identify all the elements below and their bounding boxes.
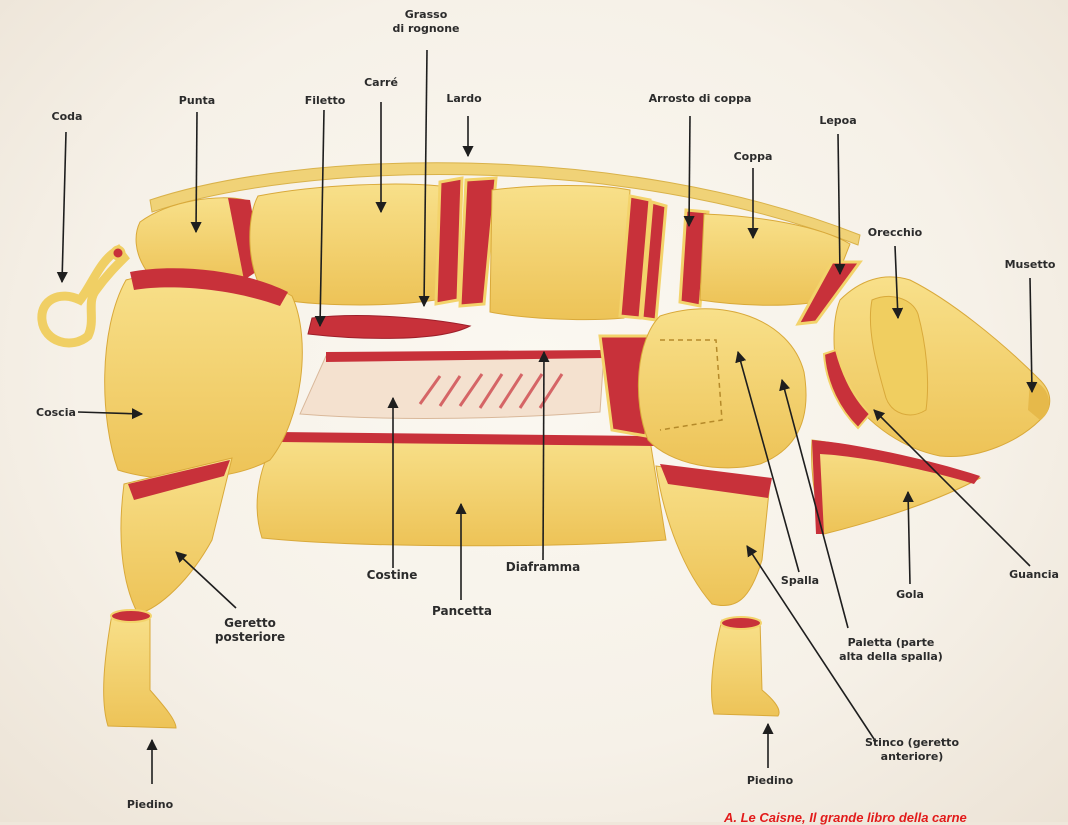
label-coppa: Coppa — [734, 150, 773, 164]
label-diaframma: Diaframma — [506, 560, 581, 574]
label-piedino-rear: Piedino — [127, 798, 173, 812]
label-gola: Gola — [896, 588, 924, 602]
carre-slice-1 — [436, 178, 462, 304]
arrow-diaframma — [543, 352, 544, 560]
filetto-cut — [308, 316, 470, 339]
label-costine: Costine — [367, 568, 418, 582]
label-spalla: Spalla — [781, 574, 819, 588]
label-carre: Carré — [364, 76, 398, 90]
loin-cut — [490, 186, 630, 320]
label-geretto-posteriore: Geretto posteriore — [215, 616, 285, 644]
label-guancia: Guancia — [1009, 568, 1059, 582]
label-musetto: Musetto — [1005, 258, 1056, 272]
label-coda: Coda — [52, 110, 83, 124]
piedino-front-top — [721, 617, 761, 629]
label-filetto: Filetto — [305, 94, 346, 108]
label-arrosto-di-coppa: Arrosto di coppa — [649, 92, 752, 106]
piedino-rear-top — [111, 610, 151, 622]
carre-cut — [250, 184, 440, 305]
piedino-rear-cut — [104, 614, 176, 728]
label-stinco: Stinco (geretto anteriore) — [865, 736, 959, 764]
arrow-geretto — [176, 552, 236, 608]
coscia-cut — [105, 274, 303, 479]
label-pancetta: Pancetta — [432, 604, 492, 618]
arrow-arrosto — [689, 116, 690, 226]
arrow-coda — [62, 132, 66, 282]
label-lardo: Lardo — [446, 92, 481, 106]
costine-cut — [300, 352, 604, 418]
head-cut — [834, 277, 1050, 457]
label-orecchio: Orecchio — [868, 226, 922, 240]
source-credit: A. Le Caisne, Il grande libro della carn… — [724, 810, 967, 825]
arrow-punta — [196, 112, 197, 232]
label-piedino-front: Piedino — [747, 774, 793, 788]
label-lepoa: Lepoa — [819, 114, 856, 128]
label-punta: Punta — [179, 94, 215, 108]
label-coscia: Coscia — [36, 406, 76, 420]
label-grasso-di-rognone: Grasso di rognone — [392, 8, 459, 36]
label-paletta: Paletta (parte alta della spalla) — [839, 636, 943, 664]
spalla-cut — [638, 309, 806, 468]
piedino-front-cut — [712, 620, 779, 716]
coda-end — [112, 247, 124, 259]
